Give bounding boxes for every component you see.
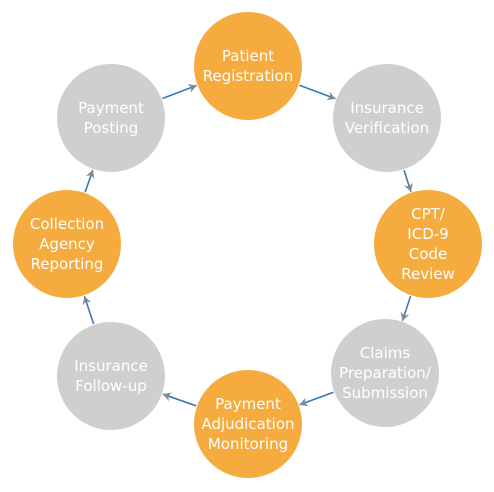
arrowhead-icon bbox=[326, 91, 336, 101]
node-label: CPT/ ICD-9 Code Review bbox=[401, 205, 455, 283]
node-label: Patient Registration bbox=[202, 47, 294, 85]
node-label: Insurance Verification bbox=[344, 99, 430, 137]
arrowhead-icon bbox=[400, 311, 410, 321]
arrowhead-icon bbox=[404, 182, 413, 192]
node-payment-posting: Payment Posting bbox=[57, 64, 165, 172]
node-label: Payment Posting bbox=[78, 99, 144, 137]
node-label: Collection Agency Reporting bbox=[29, 215, 105, 273]
node-claims-preparation-submission: Claims Preparation/ Submission bbox=[331, 319, 439, 427]
node-patient-registration: Patient Registration bbox=[194, 12, 302, 120]
node-label: Payment Adjudication Monitoring bbox=[201, 395, 295, 453]
connector-line bbox=[162, 393, 197, 407]
connector-line bbox=[299, 391, 334, 406]
arrowhead-icon bbox=[82, 296, 92, 306]
node-label: Claims Preparation/ Submission bbox=[339, 344, 431, 402]
arrowhead-icon bbox=[162, 392, 172, 402]
node-label: Insurance Follow-up bbox=[74, 357, 148, 395]
arrowhead-icon bbox=[187, 84, 197, 93]
node-collection-agency-reporting: Collection Agency Reporting bbox=[13, 190, 121, 298]
arrowhead-icon bbox=[85, 169, 95, 179]
node-insurance-verification: Insurance Verification bbox=[333, 64, 441, 172]
connector-line bbox=[162, 84, 197, 100]
connector-line bbox=[299, 84, 336, 100]
node-payment-adjudication-monitoring: Payment Adjudication Monitoring bbox=[194, 370, 302, 478]
node-insurance-follow-up: Insurance Follow-up bbox=[57, 322, 165, 430]
arrowhead-icon bbox=[299, 397, 309, 407]
node-cpt-icd9-code-review: CPT/ ICD-9 Code Review bbox=[374, 190, 482, 298]
